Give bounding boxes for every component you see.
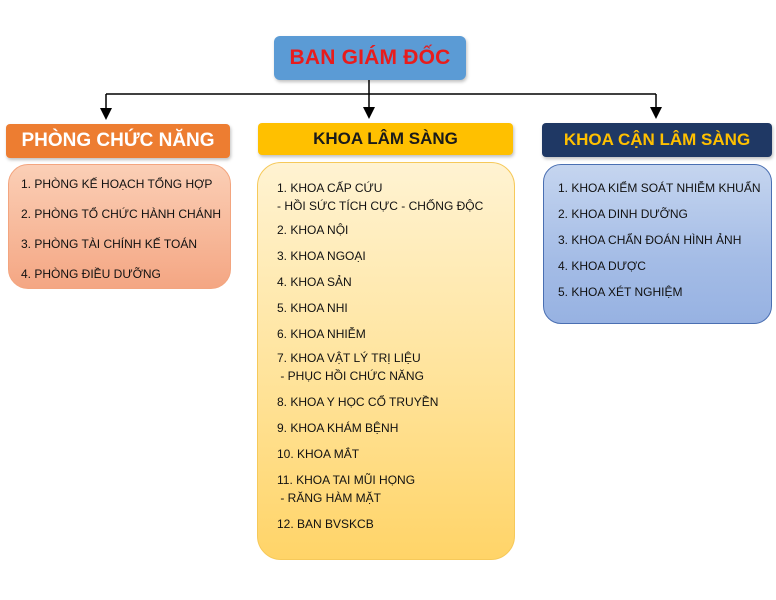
header-phong-chuc-nang: PHÒNG CHỨC NĂNG [6, 124, 230, 158]
item-text: 4. KHOA SẢN [277, 275, 352, 289]
top-node-title: BAN GIÁM ĐỐC [289, 46, 451, 69]
item-text: 8. KHOA Y HỌC CỔ TRUYỀN [277, 395, 439, 409]
list-item: 11. KHOA TAI MŨI HỌNG - RĂNG HÀM MẶT [277, 471, 415, 507]
list-item: 1. KHOA CẤP CỨU - HỒI SỨC TÍCH CỰC - CHỐ… [277, 179, 483, 215]
list-item: 10. KHOA MẮT [277, 445, 359, 463]
item-text: 1. KHOA KIỂM SOÁT NHIỄM KHUẨN [558, 181, 761, 195]
item-text: 1. KHOA CẤP CỨU [277, 181, 383, 195]
panel-khoa-lam-sang: 1. KHOA CẤP CỨU - HỒI SỨC TÍCH CỰC - CHỐ… [257, 162, 515, 560]
item-text: 2. KHOA DINH DƯỠNG [558, 207, 688, 221]
list-item: 2. KHOA NỘI [277, 221, 348, 239]
item-text: 7. KHOA VẬT LÝ TRỊ LIỆU [277, 351, 421, 365]
list-item: 4. KHOA DƯỢC [558, 257, 646, 275]
list-item: 1. KHOA KIỂM SOÁT NHIỄM KHUẨN [558, 179, 761, 197]
item-text: 5. KHOA XÉT NGHIỆM [558, 285, 683, 299]
list-item: 4. PHÒNG ĐIỀU DƯỠNG [21, 265, 161, 283]
panel-khoa-can-lam-sang: 1. KHOA KIỂM SOÁT NHIỄM KHUẨN 2. KHOA DI… [543, 164, 772, 324]
item-text: 5. KHOA NHI [277, 301, 348, 315]
header-right-label: KHOA CẬN LÂM SÀNG [563, 130, 751, 149]
list-item: 5. KHOA NHI [277, 299, 348, 317]
item-subtext: - HỒI SỨC TÍCH CỰC - CHỐNG ĐỘC [277, 199, 484, 213]
list-item: 9. KHOA KHÁM BỆNH [277, 419, 398, 437]
list-item: 3. KHOA NGOẠI [277, 247, 366, 265]
item-text: 4. KHOA DƯỢC [558, 259, 646, 273]
list-item: 2. PHÒNG TỔ CHỨC HÀNH CHÁNH [21, 205, 221, 223]
list-item: 3. PHÒNG TÀI CHÍNH KẾ TOÁN [21, 235, 197, 253]
top-node-ban-giam-doc: BAN GIÁM ĐỐC [274, 36, 466, 80]
item-text: 3. KHOA NGOẠI [277, 249, 366, 263]
item-text: 9. KHOA KHÁM BỆNH [277, 421, 399, 435]
item-subtext: - RĂNG HÀM MẶT [277, 491, 381, 505]
item-text: 12. BAN BVSKCB [277, 517, 374, 531]
item-text: 11. KHOA TAI MŨI HỌNG [277, 473, 416, 487]
list-item: 4. KHOA SẢN [277, 273, 352, 291]
list-item: 2. KHOA DINH DƯỠNG [558, 205, 688, 223]
item-text: 3. KHOA CHẨN ĐOÁN HÌNH ẢNH [558, 233, 742, 247]
header-left-label: PHÒNG CHỨC NĂNG [21, 130, 215, 151]
list-item: 6. KHOA NHIỄM [277, 325, 366, 343]
item-text: 3. PHÒNG TÀI CHÍNH KẾ TOÁN [21, 237, 198, 251]
list-item: 5. KHOA XÉT NGHIỆM [558, 283, 682, 301]
item-text: 2. PHÒNG TỔ CHỨC HÀNH CHÁNH [21, 207, 222, 221]
item-subtext: - PHỤC HỒI CHỨC NĂNG [277, 369, 424, 383]
item-text: 1. PHÒNG KẾ HOẠCH TỔNG HỢP [21, 177, 213, 191]
header-khoa-can-lam-sang: KHOA CẬN LÂM SÀNG [542, 123, 772, 157]
item-text: 10. KHOA MẮT [277, 447, 360, 461]
item-text: 4. PHÒNG ĐIỀU DƯỠNG [21, 267, 161, 281]
list-item: 12. BAN BVSKCB [277, 515, 374, 533]
list-item: 7. KHOA VẬT LÝ TRỊ LIỆU - PHỤC HỒI CHỨC … [277, 349, 424, 385]
list-item: 8. KHOA Y HỌC CỔ TRUYỀN [277, 393, 438, 411]
panel-phong-chuc-nang: 1. PHÒNG KẾ HOẠCH TỔNG HỢP 2. PHÒNG TỔ C… [8, 164, 231, 289]
list-item: 3. KHOA CHẨN ĐOÁN HÌNH ẢNH [558, 231, 741, 249]
item-text: 2. KHOA NỘI [277, 223, 349, 237]
header-mid-label: KHOA LÂM SÀNG [313, 129, 458, 148]
header-khoa-lam-sang: KHOA LÂM SÀNG [258, 123, 513, 155]
item-text: 6. KHOA NHIỄM [277, 327, 366, 341]
list-item: 1. PHÒNG KẾ HOẠCH TỔNG HỢP [21, 175, 212, 193]
